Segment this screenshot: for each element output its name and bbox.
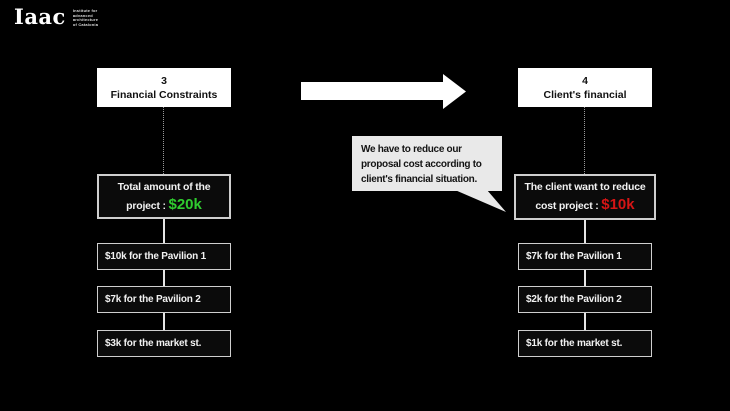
- right-summary-line2: cost project : $10k: [516, 196, 654, 215]
- right-flow-header: 4 Client's financial: [518, 68, 652, 107]
- left-item-pavilion2: $7k for the Pavilion 2: [97, 286, 231, 313]
- right-item-market: $1k for the market st.: [518, 330, 652, 357]
- left-dotted-connector: [163, 107, 164, 174]
- right-summary-box: The client want to reduce cost project :…: [514, 174, 656, 220]
- iaac-logo-text: Iaac: [14, 4, 66, 29]
- left-flow-title: Financial Constraints: [110, 88, 218, 101]
- left-flow-step-number: 3: [161, 74, 167, 87]
- right-connector-1: [584, 220, 586, 243]
- iaac-logo: Iaac Institute for advanced architecture…: [14, 5, 98, 29]
- left-item-market: $3k for the market st.: [97, 330, 231, 357]
- right-summary-amount: $10k: [601, 196, 635, 213]
- right-arrow-icon: [301, 74, 466, 109]
- left-summary-amount: $20k: [168, 195, 202, 213]
- iaac-tagline-line: architecture: [72, 17, 99, 23]
- iaac-tagline-line: Institute for: [72, 8, 98, 13]
- left-summary-prefix: project :: [126, 199, 169, 212]
- left-summary-line1: Total amount of the: [117, 180, 211, 193]
- right-summary-prefix: cost project :: [535, 200, 602, 212]
- speech-bubble-tail: [455, 190, 506, 212]
- right-item-pavilion1: $7k for the Pavilion 1: [518, 243, 652, 270]
- right-connector-3: [584, 313, 586, 330]
- iaac-tagline-line: advanced: [72, 12, 93, 18]
- right-summary-line1: The client want to reduce: [524, 181, 646, 193]
- right-flow-title: Client's financial: [543, 88, 627, 101]
- left-connector-3: [163, 313, 165, 330]
- left-summary-box: Total amount of the project : $20k: [97, 174, 231, 219]
- left-connector-1: [163, 219, 165, 243]
- left-item-pavilion1: $10k for the Pavilion 1: [97, 243, 231, 270]
- speech-bubble: We have to reduce our proposal cost acco…: [352, 136, 502, 191]
- left-connector-2: [163, 270, 165, 286]
- left-flow-header: 3 Financial Constraints: [97, 68, 231, 107]
- left-summary-line2: project : $20k: [99, 196, 229, 215]
- iaac-logo-tagline: Institute for advanced architecture of C…: [72, 8, 99, 27]
- right-item-pavilion2: $2k for the Pavilion 2: [518, 286, 652, 313]
- right-flow-step-number: 4: [582, 74, 588, 87]
- iaac-tagline-line: of Catalonia: [72, 21, 99, 27]
- right-connector-2: [584, 270, 586, 286]
- right-dotted-connector: [584, 107, 585, 174]
